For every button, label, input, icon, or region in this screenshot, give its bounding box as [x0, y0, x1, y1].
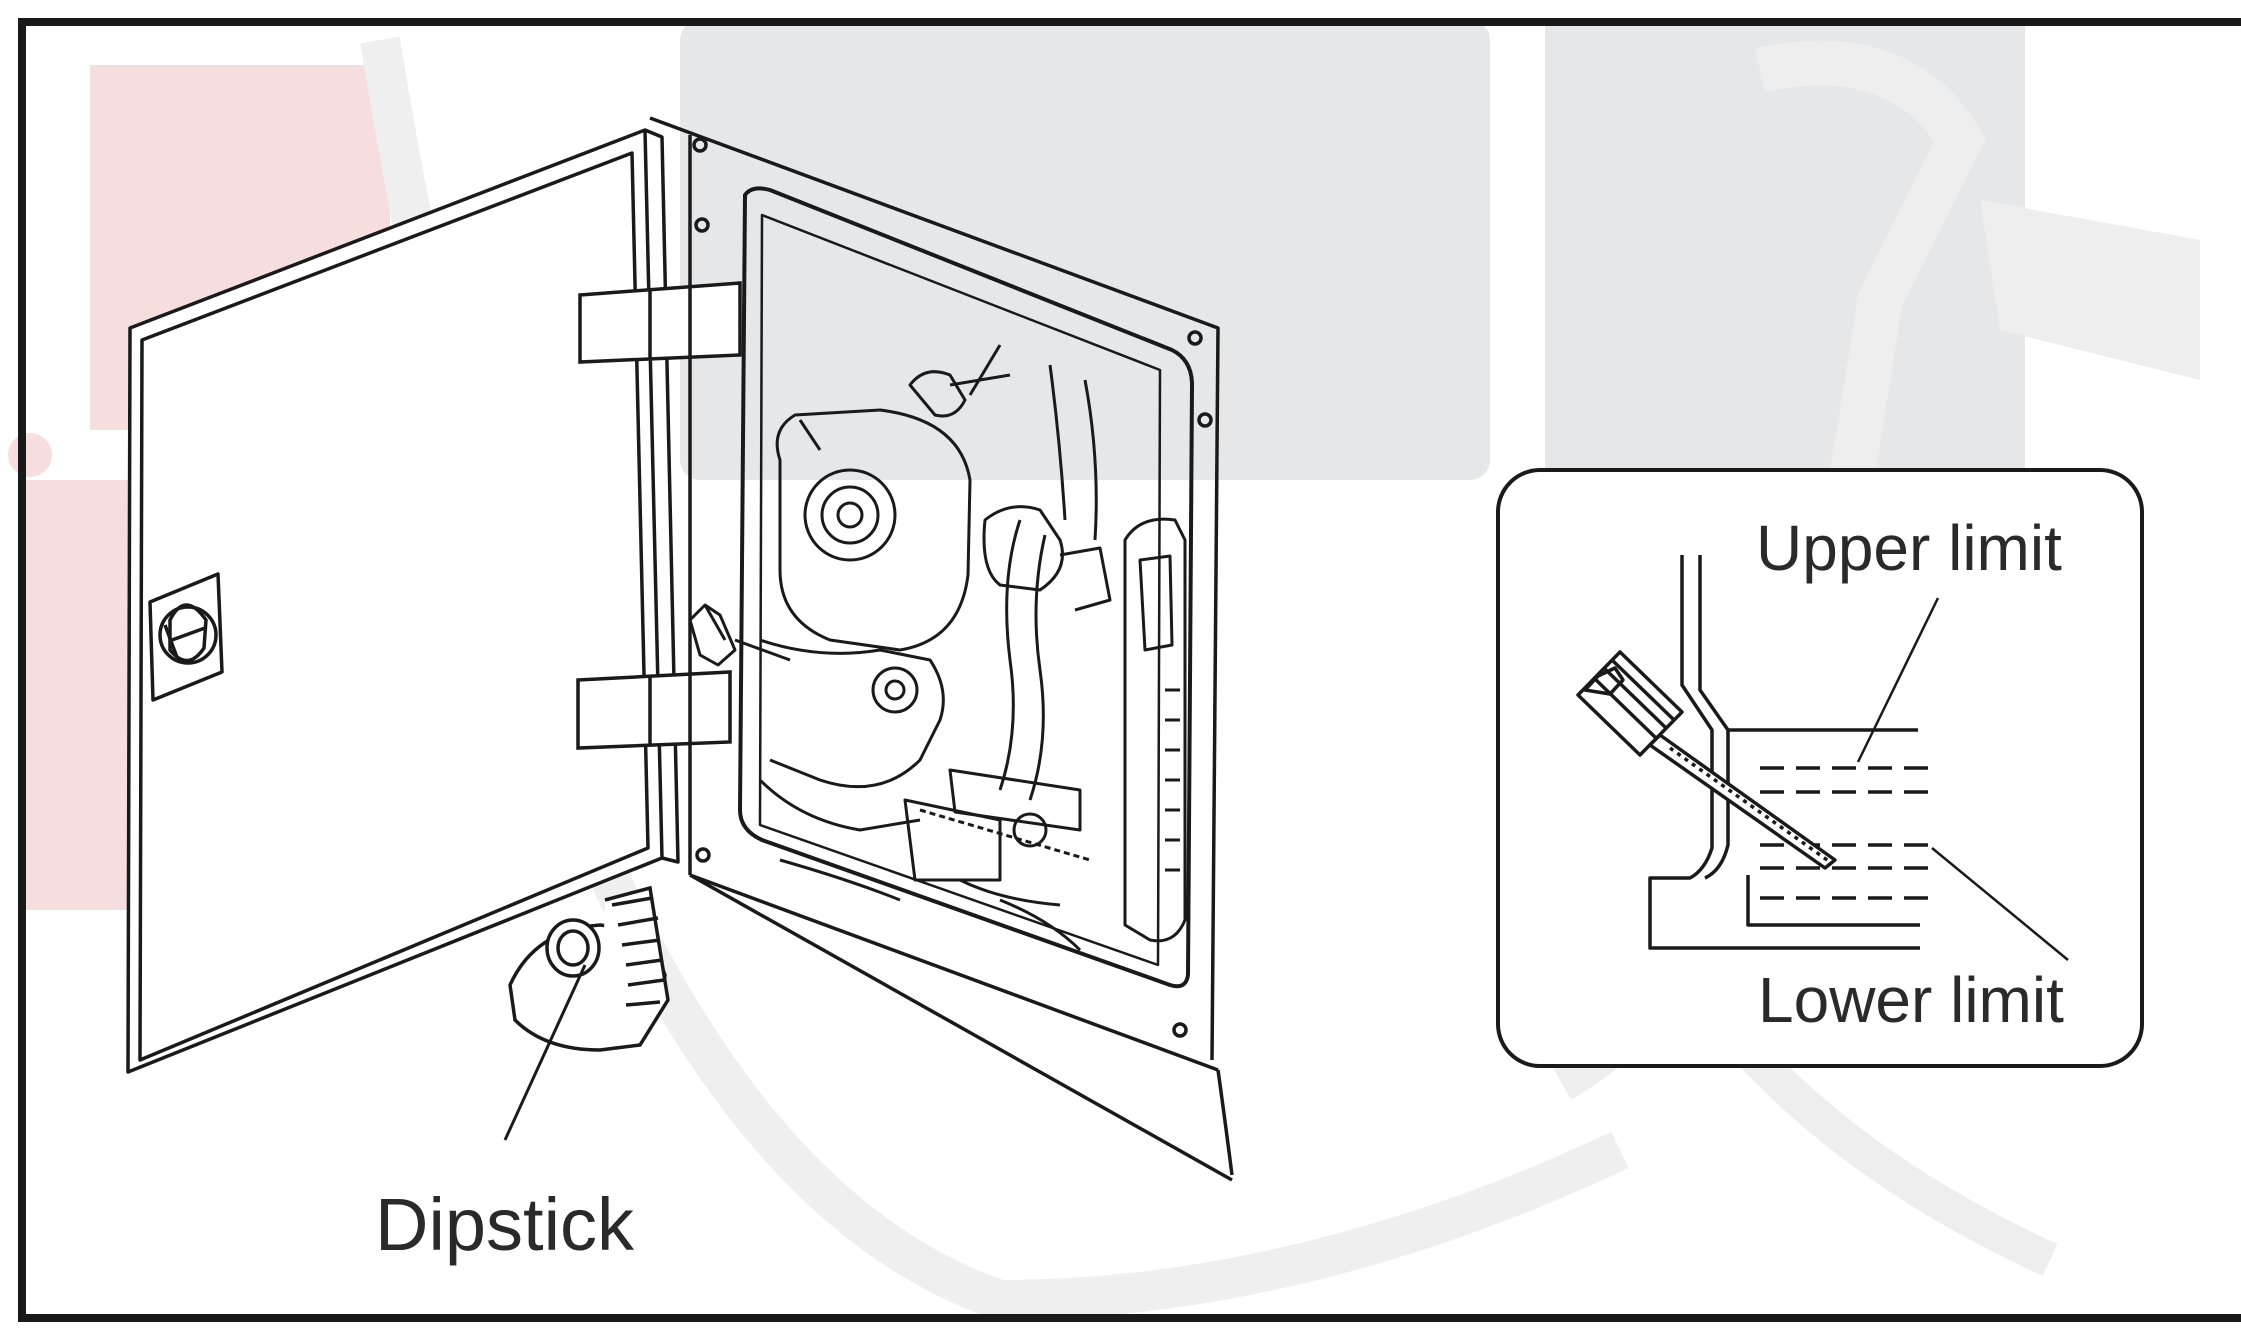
access-door [126, 128, 680, 1074]
dipstick-label: Dipstick [375, 1183, 635, 1266]
oil-level-inset: Upper limit Lower limit [1496, 468, 2144, 1068]
upper-limit-label: Upper limit [1756, 512, 2062, 584]
door-hinges [576, 281, 742, 750]
air-cleaner-cover [775, 408, 972, 652]
muffler [1123, 517, 1187, 943]
upper-limit-leader [1856, 597, 1940, 763]
engine-components [688, 344, 1187, 952]
dipstick-leader-line [503, 964, 587, 1141]
inset-dipstick-cap [1576, 650, 1684, 757]
lower-limit-leader [1931, 847, 2069, 961]
door-latch [148, 572, 224, 702]
generator-frame [649, 116, 1234, 1182]
carburetor [982, 505, 1064, 592]
figure-border [18, 18, 2241, 1322]
lower-limit-label: Lower limit [1758, 964, 2064, 1036]
oil-filler-cap [508, 885, 670, 1052]
